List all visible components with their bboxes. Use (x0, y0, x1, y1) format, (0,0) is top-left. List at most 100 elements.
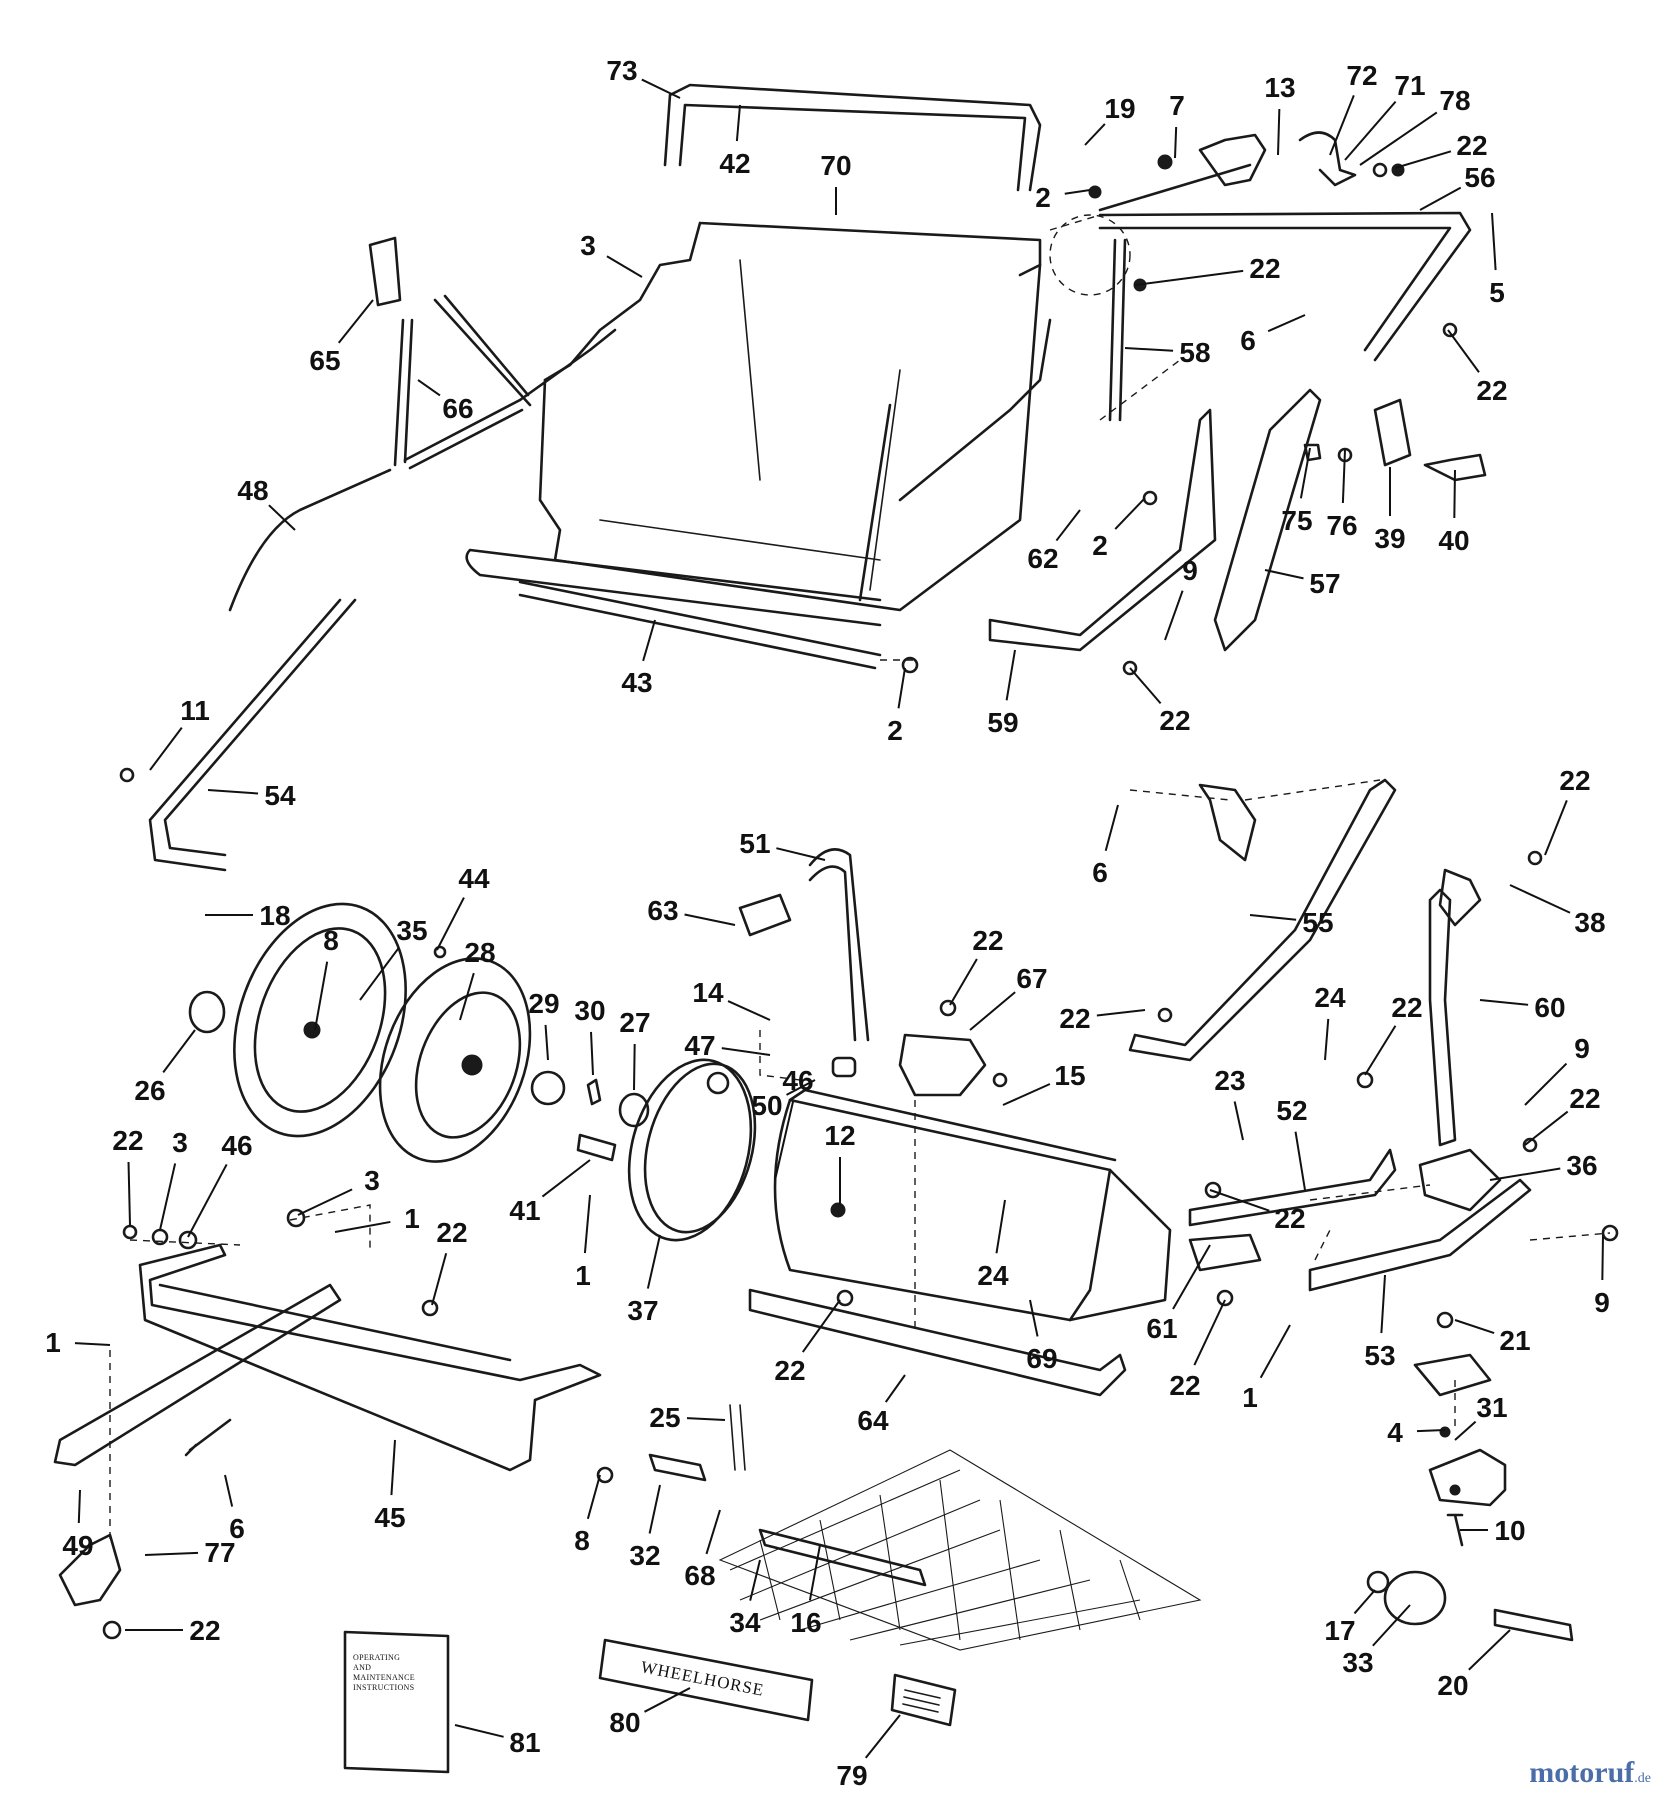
callout-51: 51 (739, 828, 770, 859)
callout-22: 22 (1274, 1203, 1305, 1234)
leader-line-22 (1524, 1110, 1569, 1146)
handle-top-bar (663, 83, 1042, 192)
leader-line-22 (1134, 269, 1244, 286)
leader-line-40 (1453, 469, 1456, 519)
screw-6 (184, 1418, 232, 1457)
leader-line-9 (1164, 590, 1184, 641)
callout-46: 46 (221, 1130, 252, 1161)
callout-24: 24 (1314, 982, 1346, 1013)
callout-36: 36 (1566, 1150, 1597, 1181)
leader-line-3 (159, 1163, 177, 1231)
callout-67: 67 (1016, 963, 1047, 994)
leader-line-9 (1601, 1234, 1604, 1281)
leader-line-2 (1114, 497, 1146, 530)
rod-43 (518, 580, 882, 670)
manual-line-1: OPERATING (353, 1653, 400, 1662)
callout-44: 44 (458, 863, 490, 894)
leader-line-4 (1416, 1429, 1446, 1433)
leader-line-8 (586, 1474, 601, 1520)
leader-line-20 (1468, 1629, 1511, 1671)
hubcap-26 (188, 990, 226, 1034)
leader-line-22 (1394, 150, 1452, 169)
leader-line-54 (207, 789, 259, 795)
linkage-left (368, 236, 617, 470)
callout-27: 27 (619, 1007, 650, 1038)
assembly-lines (109, 779, 1611, 1540)
arm-49 (53, 1283, 342, 1467)
callout-33: 33 (1342, 1647, 1373, 1678)
leader-line-57 (1264, 569, 1304, 580)
callout-68: 68 (684, 1560, 715, 1591)
leader-line-79 (864, 1714, 901, 1759)
callout-37: 37 (627, 1295, 658, 1326)
fasteners (102, 185, 1619, 1640)
leader-line-6 (1267, 314, 1306, 333)
leader-line-22 (1129, 667, 1162, 705)
tube-54 (148, 598, 357, 872)
callout-1: 1 (575, 1260, 591, 1291)
leader-line-72 (1329, 95, 1355, 156)
leader-line-29 (544, 1024, 549, 1061)
callout-66: 66 (442, 393, 473, 424)
leader-line-32 (648, 1484, 661, 1534)
callout-11: 11 (180, 695, 210, 726)
leader-line-22 (1096, 1009, 1146, 1017)
leader-line-80 (644, 1687, 691, 1713)
callout-50: 50 (751, 1090, 782, 1121)
key-30 (586, 1078, 602, 1106)
callout-26: 26 (134, 1075, 165, 1106)
leader-line-35 (359, 947, 400, 1001)
callout-5: 5 (1489, 277, 1505, 308)
wheel-tire-35 (233, 902, 407, 1138)
callout-15: 15 (1054, 1060, 1085, 1091)
gear-29 (530, 1070, 566, 1106)
leader-line-24 (1324, 1018, 1330, 1061)
leader-line-69 (1029, 1299, 1039, 1337)
callout-22: 22 (189, 1615, 220, 1646)
links-right (1128, 778, 1532, 1292)
leader-line-1 (74, 1342, 111, 1346)
small-decal-79 (890, 1673, 957, 1727)
leader-line-36 (1489, 1167, 1561, 1181)
callout-60: 60 (1534, 992, 1565, 1023)
leader-line-22 (431, 1252, 448, 1306)
callout-8: 8 (323, 925, 339, 956)
callout-38: 38 (1574, 907, 1605, 938)
callout-2: 2 (1035, 182, 1051, 213)
leader-line-27 (633, 1043, 636, 1091)
leader-line-14 (727, 1000, 771, 1021)
callout-12: 12 (824, 1120, 855, 1151)
drive-disc-37 (627, 1058, 757, 1242)
bracket-77 (58, 1533, 122, 1607)
callout-54: 54 (264, 780, 296, 811)
leader-line-23 (1233, 1101, 1244, 1141)
callout-19: 19 (1104, 93, 1135, 124)
callout-70: 70 (820, 150, 851, 181)
watermark-name: motoruf (1529, 1756, 1635, 1789)
leader-line-30 (590, 1031, 594, 1076)
lever-57 (1213, 388, 1322, 652)
leader-line-42 (735, 104, 741, 142)
callout-9: 9 (1594, 1287, 1610, 1318)
leader-line-31 (1454, 1420, 1477, 1441)
callout-8: 8 (574, 1525, 590, 1556)
callout-22: 22 (972, 925, 1003, 956)
callout-22: 22 (1249, 253, 1280, 284)
callout-55: 55 (1302, 907, 1333, 938)
hopper-basket (465, 221, 1052, 627)
leader-line-63 (684, 913, 736, 926)
callout-64: 64 (857, 1405, 889, 1436)
leader-line-7 (1174, 126, 1178, 159)
operating-manual-81: OPERATING AND MAINTENANCE INSTRUCTIONS (343, 1630, 450, 1774)
manual-line-3: MAINTENANCE (353, 1673, 415, 1682)
callout-6: 6 (1092, 857, 1108, 888)
caster-assembly (1366, 1353, 1574, 1642)
callout-13: 13 (1264, 72, 1295, 103)
shaft-41 (576, 1133, 617, 1162)
leader-line-51 (776, 847, 826, 861)
rail-64 (748, 1288, 1127, 1397)
callout-40: 40 (1438, 525, 1469, 556)
callout-30: 30 (574, 995, 605, 1026)
